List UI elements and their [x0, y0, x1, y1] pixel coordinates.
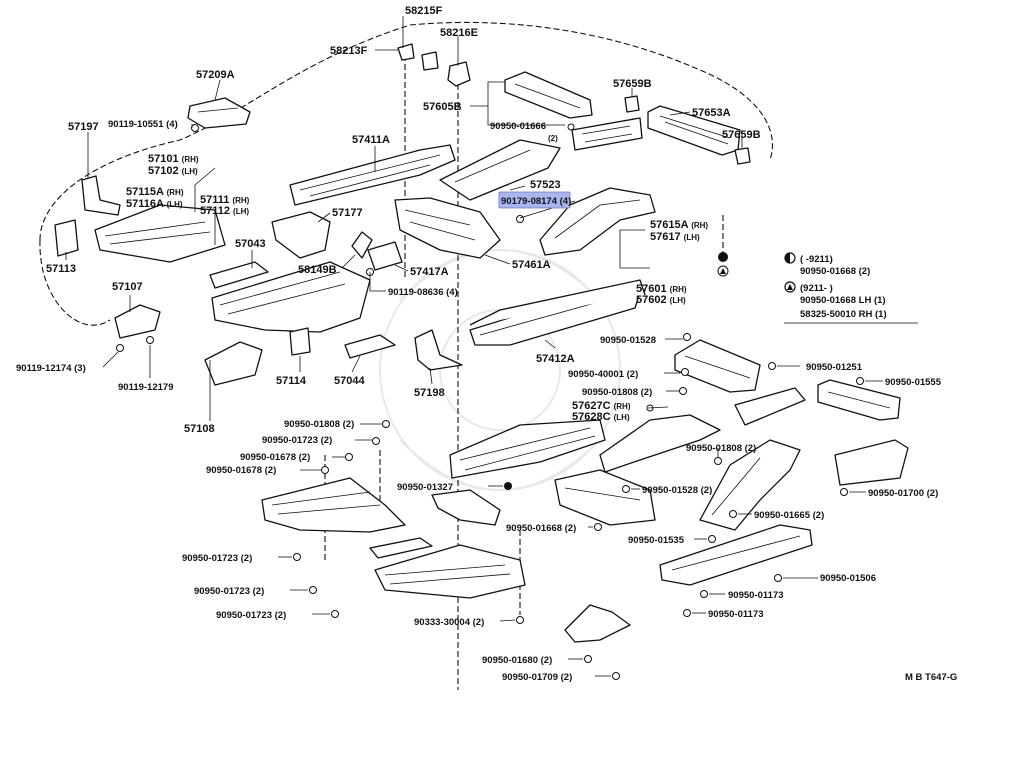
label-90950-01723-d[interactable]: 90950-01723 (2) — [216, 610, 286, 621]
label-57605B[interactable]: 57605B — [423, 101, 462, 113]
label-57115A[interactable]: 57115A (RH) — [126, 186, 184, 198]
label-57659B-2[interactable]: 57659B — [722, 129, 761, 141]
label-90950-01723[interactable]: 90950-01723 (2) — [262, 435, 332, 446]
label-58215F[interactable]: 58215F — [405, 5, 443, 17]
drawing-code: M B T647-G — [905, 672, 957, 683]
label-57461A[interactable]: 57461A — [512, 259, 551, 271]
label-57044[interactable]: 57044 — [334, 375, 365, 387]
fasteners — [116, 123, 864, 680]
label-90950-01680[interactable]: 90950-01680 (2) — [482, 655, 552, 666]
label-57043[interactable]: 57043 — [235, 238, 266, 250]
label-57111[interactable]: 57111 (RH) — [200, 194, 250, 206]
label-57627C[interactable]: 57627C (RH) — [572, 400, 631, 412]
label-57102[interactable]: 57102 (LH) — [148, 165, 198, 177]
label-90333-30004[interactable]: 90333-30004 (2) — [414, 617, 484, 628]
label-90179-08174[interactable]: 90179-08174 (4) — [501, 196, 571, 207]
label-90950-01173[interactable]: 90950-01173 — [728, 590, 783, 601]
legend-row4: 90950-01668 LH (1) — [800, 295, 886, 306]
label-57113[interactable]: 57113 — [46, 263, 76, 275]
vehicle-outline — [39, 21, 774, 241]
label-90950-01528[interactable]: 90950-01528 — [600, 335, 656, 346]
label-57615A[interactable]: 57615A (RH) — [650, 219, 708, 231]
highlight-box — [498, 191, 571, 209]
label-90950-01665[interactable]: 90950-01665 (2) — [754, 510, 824, 521]
label-57412A[interactable]: 57412A — [536, 353, 575, 365]
label-90950-01808[interactable]: 90950-01808 (2) — [582, 387, 652, 398]
label-58149B[interactable]: 58149B — [298, 264, 337, 276]
vehicle-outline-rear — [39, 239, 111, 326]
label-90950-01555[interactable]: 90950-01555 — [885, 377, 942, 388]
label-90950-01723-b[interactable]: 90950-01723 (2) — [182, 553, 252, 564]
label-90950-01173-b[interactable]: 90950-01173 — [708, 609, 763, 620]
label-90950-01506[interactable]: 90950-01506 — [820, 573, 876, 584]
part-shapes — [54, 43, 909, 643]
label-57659B[interactable]: 57659B — [613, 78, 652, 90]
legend-row3: (9211- ) — [800, 283, 833, 294]
label-57107[interactable]: 57107 — [112, 281, 143, 293]
label-90950-01535[interactable]: 90950-01535 — [628, 535, 685, 546]
label-90119-12179[interactable]: 90119-12179 — [118, 382, 173, 393]
legend-row5: 58325-50010 RH (1) — [800, 309, 887, 320]
label-57601[interactable]: 57601 (RH) — [636, 283, 687, 295]
label-90950-01678[interactable]: 90950-01678 (2) — [240, 452, 310, 463]
label-90950-01668[interactable]: 90950-01668 (2) — [506, 523, 576, 534]
label-90950-01666-qty: (2) — [548, 134, 558, 143]
label-57101[interactable]: 57101 (RH) — [148, 153, 199, 165]
legend-row2: 90950-01668 (2) — [800, 266, 870, 277]
label-57108[interactable]: 57108 — [184, 423, 215, 435]
label-57602[interactable]: 57602 (LH) — [636, 294, 686, 306]
label-57523[interactable]: 57523 — [530, 179, 561, 191]
label-90950-01666[interactable]: 90950-01666 — [490, 121, 546, 132]
label-57628C[interactable]: 57628C (LH) — [572, 411, 630, 423]
label-90950-01528-b[interactable]: 90950-01528 (2) — [642, 485, 712, 496]
label-90950-01723-c[interactable]: 90950-01723 (2) — [194, 586, 264, 597]
leader-lines — [65, 16, 883, 677]
label-57617[interactable]: 57617 (LH) — [650, 231, 700, 243]
label-90950-01327[interactable]: 90950-01327 — [397, 482, 453, 493]
label-57177[interactable]: 57177 — [332, 207, 363, 219]
label-90119-12174[interactable]: 90119-12174 (3) — [16, 363, 86, 374]
label-57209A[interactable]: 57209A — [196, 69, 235, 81]
label-90950-01251[interactable]: 90950-01251 — [806, 362, 863, 373]
label-90950-01808-b[interactable]: 90950-01808 (2) — [284, 419, 354, 430]
label-57417A[interactable]: 57417A — [410, 266, 449, 278]
part-labels: 58215F 58213F 58216E 57209A 57605B 57659… — [16, 5, 942, 683]
label-57411A[interactable]: 57411A — [352, 134, 390, 146]
legend-row1: ( -9211) — [800, 254, 833, 265]
label-57116A[interactable]: 57116A (LH) — [126, 198, 183, 210]
label-90950-01808-c[interactable]: 90950-01808 (2) — [686, 443, 756, 454]
label-90950-01700[interactable]: 90950-01700 (2) — [868, 488, 938, 499]
label-90119-10551[interactable]: 90119-10551 (4) — [108, 119, 178, 130]
label-90119-08636[interactable]: 90119-08636 (4) — [388, 287, 458, 298]
label-58216E[interactable]: 58216E — [440, 27, 478, 39]
label-57112[interactable]: 57112 (LH) — [200, 205, 249, 217]
label-57114[interactable]: 57114 — [276, 375, 307, 387]
label-90950-40001[interactable]: 90950-40001 (2) — [568, 369, 638, 380]
label-58213F[interactable]: 58213F — [330, 45, 368, 57]
label-57653A[interactable]: 57653A — [692, 107, 731, 119]
label-57198[interactable]: 57198 — [414, 387, 445, 399]
label-90950-01678-b[interactable]: 90950-01678 (2) — [206, 465, 276, 476]
label-90950-01709[interactable]: 90950-01709 (2) — [502, 672, 572, 683]
label-57197[interactable]: 57197 — [68, 121, 99, 133]
legend: ( -9211) 90950-01668 (2) (9211- ) 90950-… — [784, 252, 918, 324]
